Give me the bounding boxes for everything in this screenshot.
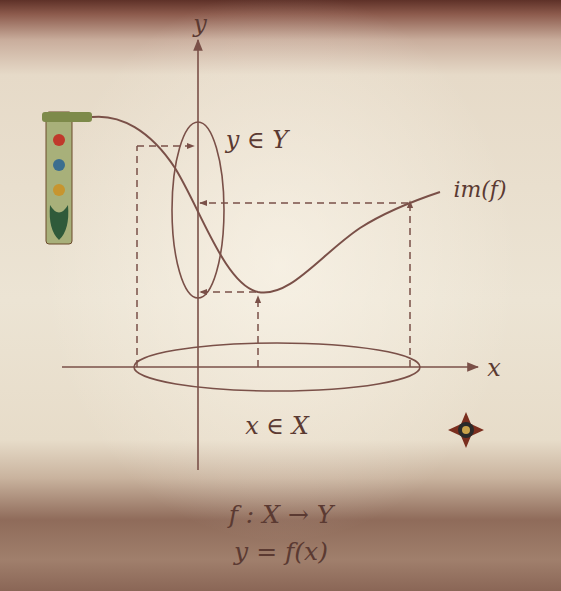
dashed-leader (257, 296, 259, 367)
domain-ellipse (134, 343, 420, 391)
initial-ornament (53, 184, 65, 196)
y-axis (197, 40, 199, 470)
dashed-leader (137, 145, 194, 147)
corner-ornament (448, 412, 484, 448)
set-label: x ∈ X (245, 414, 309, 438)
initial-ornament (50, 205, 69, 240)
x-axis (62, 366, 478, 368)
formula-label: f : X → Y (229, 502, 334, 527)
initial-body (46, 112, 72, 244)
ornament-star (448, 412, 484, 448)
curve-label: im(f) (453, 179, 506, 201)
initial-ornament (53, 134, 65, 146)
initial-bar (42, 112, 92, 122)
dashed-leader (136, 146, 138, 367)
formula-label: y = f(x) (234, 539, 328, 564)
ornament-dot (462, 426, 470, 434)
ornament-center (458, 422, 474, 438)
function-curve (92, 117, 440, 293)
illuminated-initial (42, 112, 92, 244)
axis-label: x (487, 356, 501, 380)
dashed-leader (200, 202, 408, 204)
dashed-leader (409, 201, 411, 367)
set-label: y ∈ Y (226, 128, 288, 152)
axis-label: y (193, 12, 207, 36)
dashed-leader (200, 291, 256, 293)
initial-ornament (53, 159, 65, 171)
